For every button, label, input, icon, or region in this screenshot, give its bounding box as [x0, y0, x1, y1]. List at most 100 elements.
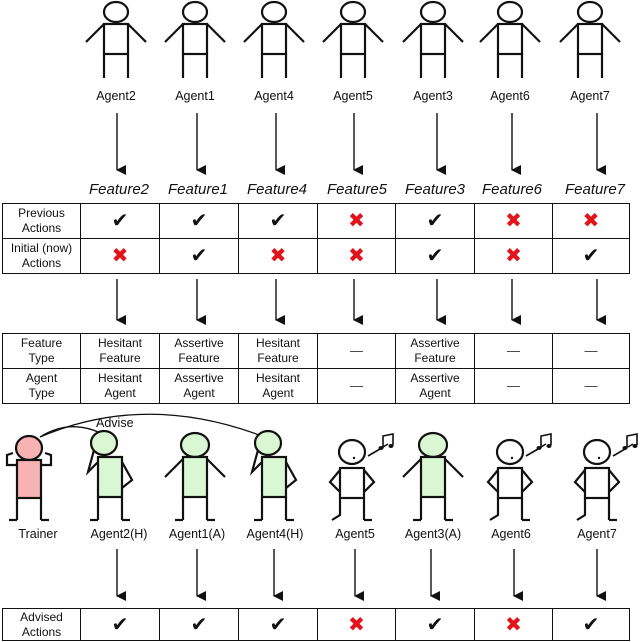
action-cell: ✖	[80, 238, 160, 274]
action-cell: ✔	[395, 203, 475, 239]
initial-actions-row: Initial (now)Actions ✖ ✔ ✖ ✖ ✔ ✖ ✔	[2, 238, 630, 274]
action-cell: ✔	[552, 608, 630, 641]
action-cell: ✖	[317, 238, 396, 274]
cross-icon: ✖	[505, 245, 522, 267]
action-cell: ✖	[238, 238, 318, 274]
cross-icon: ✖	[111, 245, 129, 267]
action-cell: ✔	[159, 203, 239, 239]
type-cell: —	[317, 333, 396, 369]
type-cell: —	[552, 333, 630, 369]
feature-header: Feature3	[404, 181, 466, 198]
feature-header: Feature1	[167, 181, 229, 198]
assertive-agent-icon	[163, 431, 227, 522]
assertive-agent-icon	[401, 431, 465, 522]
cross-icon: ✖	[348, 245, 365, 267]
check-icon: ✔	[269, 210, 287, 232]
singing-agent-icon	[573, 438, 635, 522]
bottom-agent-label: Agent4(H)	[246, 527, 304, 541]
top-agent-label: Agent1	[175, 89, 215, 103]
feature-header: Feature7	[564, 181, 626, 198]
check-icon: ✔	[269, 613, 287, 636]
cross-icon: ✖	[582, 210, 600, 232]
music-note-icon	[621, 433, 639, 451]
bottom-agent-label: Agent5	[335, 527, 375, 541]
check-icon: ✔	[426, 210, 444, 232]
action-cell: ✖	[474, 608, 553, 641]
check-icon: ✔	[111, 210, 129, 232]
feature-header: Feature5	[326, 181, 388, 198]
bottom-agent-label: Agent6	[491, 527, 531, 541]
action-cell: ✔	[395, 608, 475, 641]
trainer-icon	[5, 434, 53, 522]
hesitant-agent-icon	[86, 429, 134, 522]
singing-agent-icon	[328, 438, 390, 522]
advise-label: Advise	[96, 416, 134, 430]
top-agent-label: Agent2	[96, 89, 136, 103]
check-icon: ✔	[582, 613, 600, 636]
cross-icon: ✖	[269, 245, 287, 267]
singing-agent-icon	[486, 438, 548, 522]
action-cell: ✖	[317, 203, 396, 239]
music-note-icon	[535, 433, 553, 451]
action-cell: ✖	[552, 203, 630, 239]
action-cell: ✖	[317, 608, 396, 641]
check-icon: ✔	[111, 613, 129, 636]
top-agent-label: Agent6	[490, 89, 530, 103]
type-cell: —	[317, 368, 396, 404]
type-cell: —	[474, 333, 553, 369]
action-cell: ✔	[238, 608, 318, 641]
hesitant-agent-icon	[250, 429, 298, 522]
bottom-agent-label: Agent7	[577, 527, 617, 541]
top-agent-label: Agent4	[254, 89, 294, 103]
bottom-agent-label: Agent1(A)	[168, 527, 226, 541]
trainer-label: Trainer	[18, 527, 58, 541]
check-icon: ✔	[190, 210, 208, 232]
action-cell: ✔	[159, 238, 239, 274]
check-icon: ✔	[190, 245, 208, 267]
cross-icon: ✖	[505, 210, 522, 232]
action-cell: ✔	[552, 238, 630, 274]
action-cell: ✔	[159, 608, 239, 641]
action-cell: ✔	[395, 238, 475, 274]
bottom-agent-label: Agent2(H)	[90, 527, 148, 541]
top-agent-label: Agent3	[413, 89, 453, 103]
action-cell: ✖	[474, 238, 553, 274]
action-cell: ✔	[238, 203, 318, 239]
feature-header: Feature4	[246, 181, 308, 198]
check-icon: ✔	[426, 613, 444, 636]
advise-arrows	[39, 413, 275, 444]
music-note-icon	[377, 433, 395, 451]
feature-header: Feature6	[481, 181, 543, 198]
type-cell: —	[474, 368, 553, 404]
action-cell: ✔	[80, 203, 160, 239]
type-cell: —	[552, 368, 630, 404]
action-cell: ✖	[474, 203, 553, 239]
feature-header: Feature2	[88, 181, 150, 198]
cross-icon: ✖	[505, 613, 522, 636]
action-cell: ✔	[80, 608, 160, 641]
bottom-agents-figures	[5, 413, 639, 522]
cross-icon: ✖	[348, 210, 365, 232]
top-agent-label: Agent5	[333, 89, 373, 103]
check-icon: ✔	[582, 245, 600, 267]
check-icon: ✔	[190, 613, 208, 636]
